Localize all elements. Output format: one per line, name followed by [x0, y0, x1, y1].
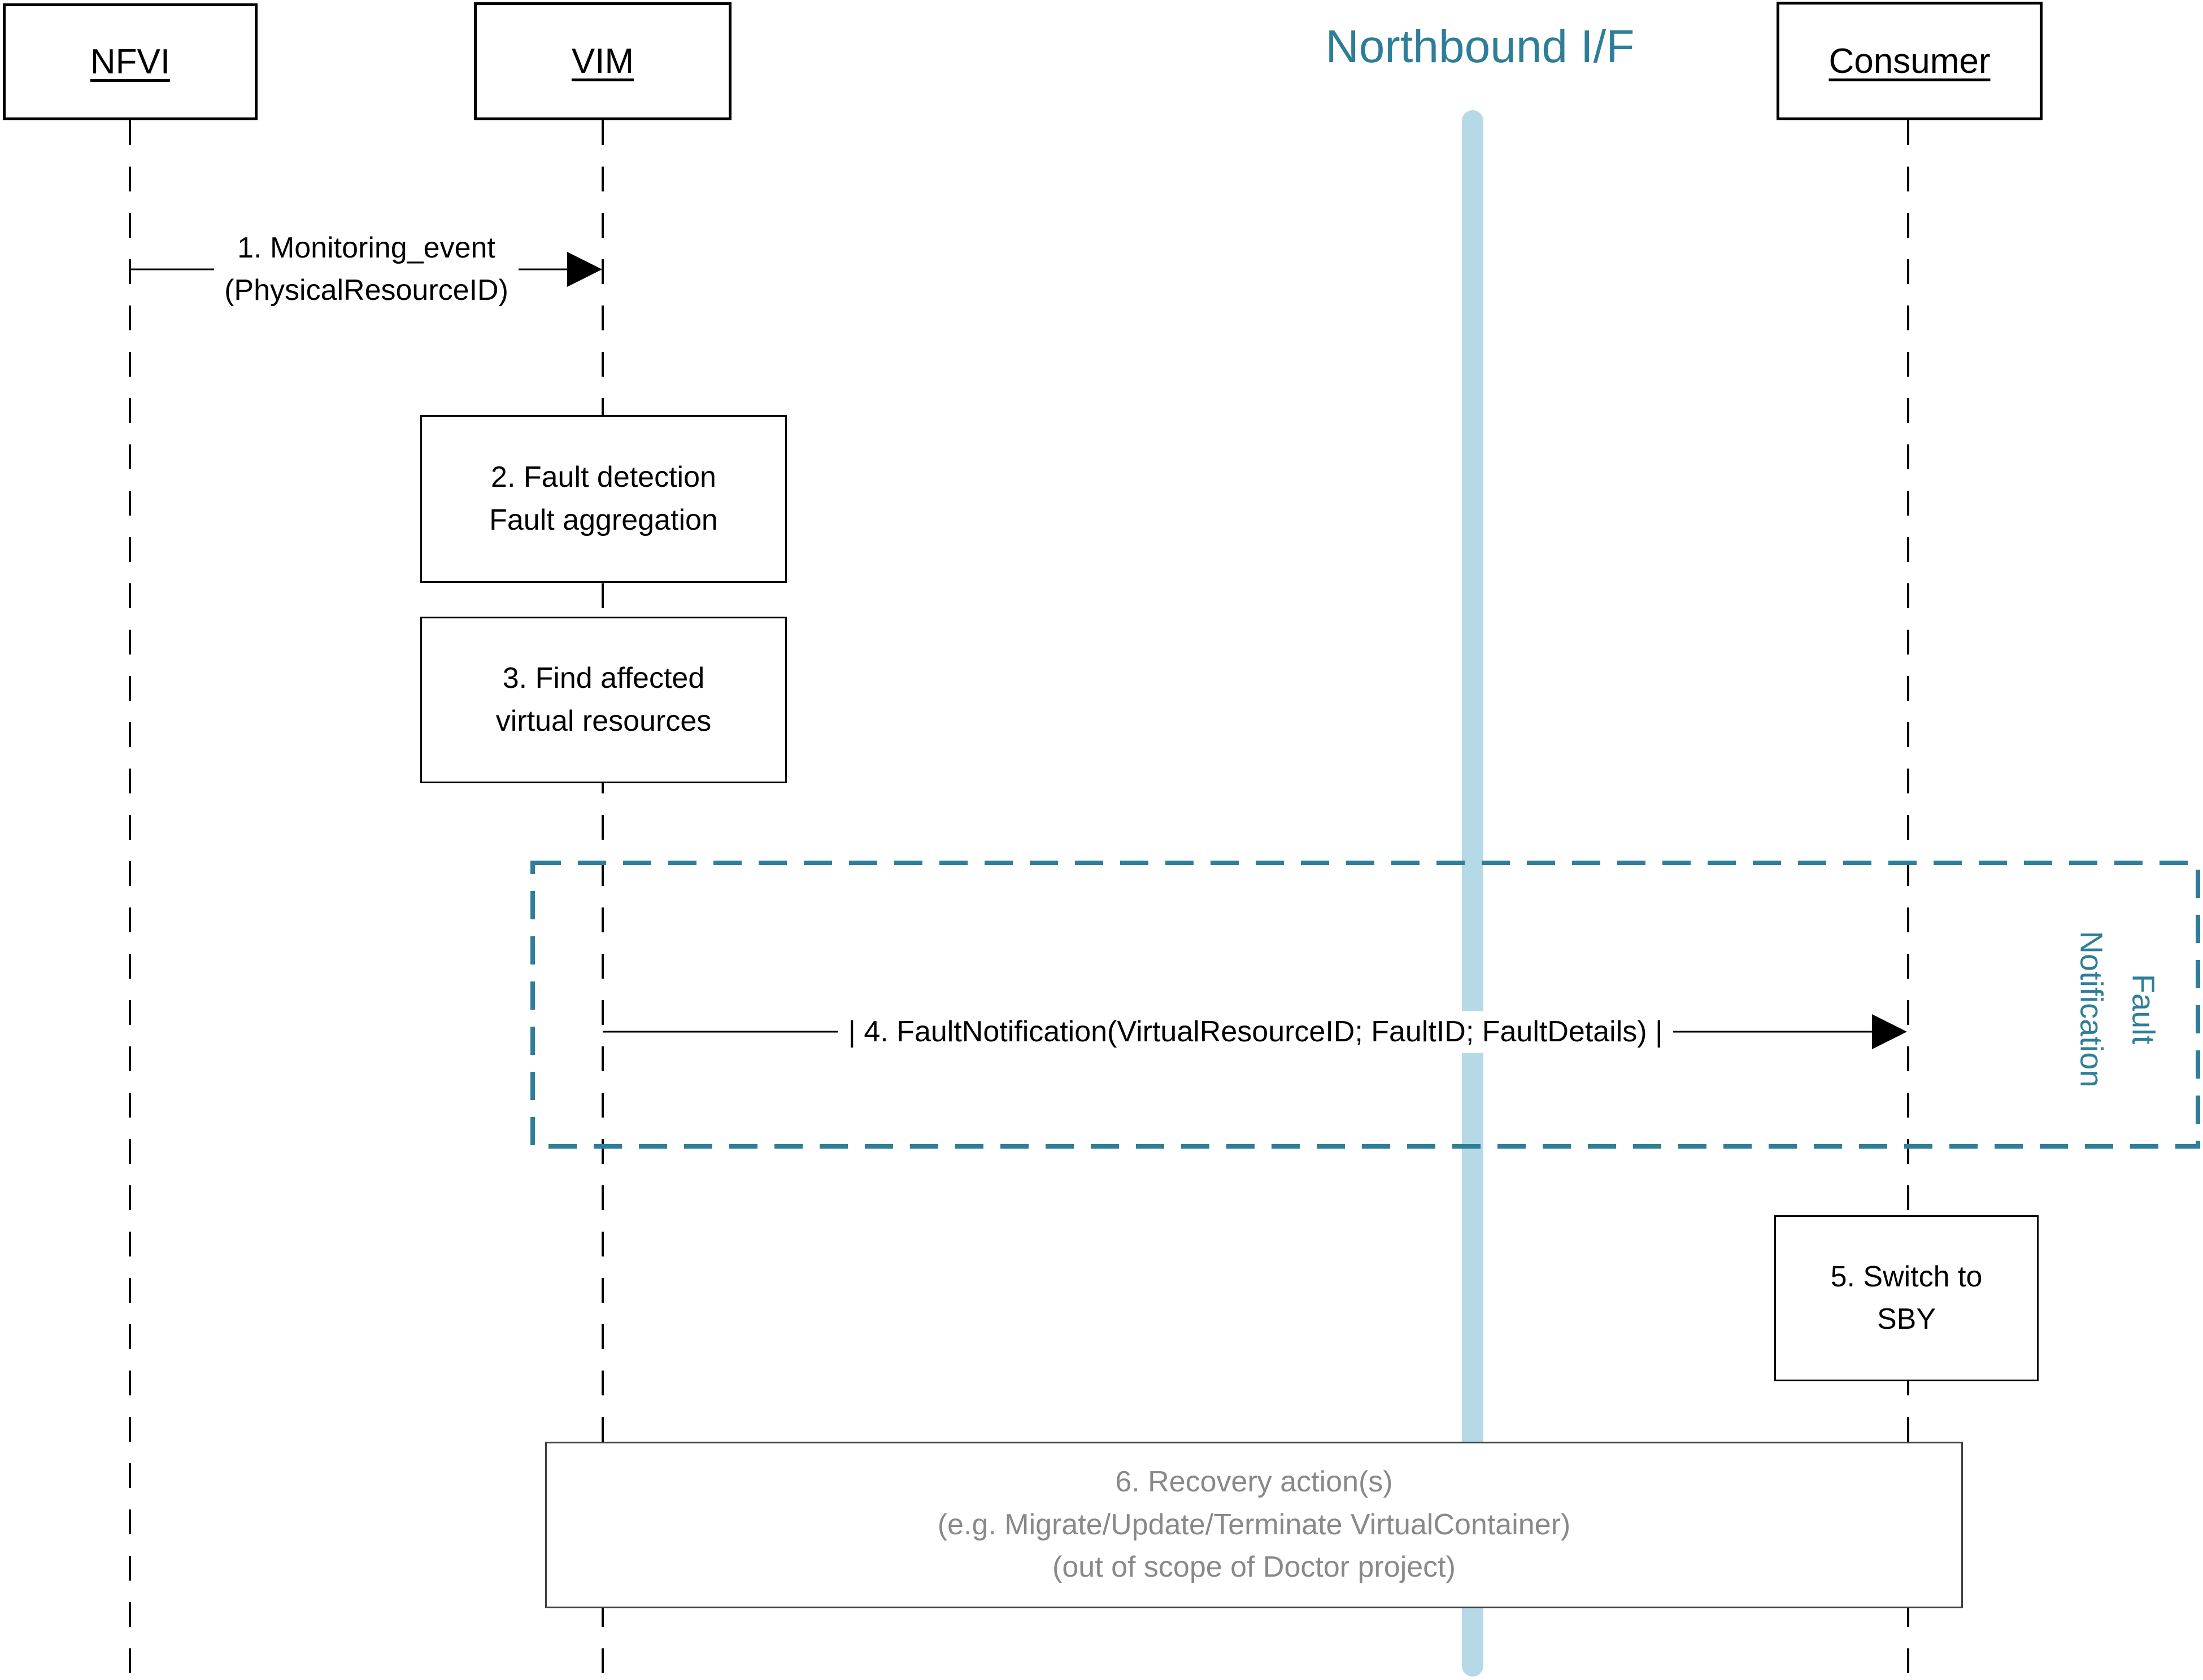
message-4-arrowhead: [1872, 1014, 1907, 1049]
fault-notification-frame: [530, 861, 2200, 1149]
message-1-arrowhead: [567, 252, 602, 287]
